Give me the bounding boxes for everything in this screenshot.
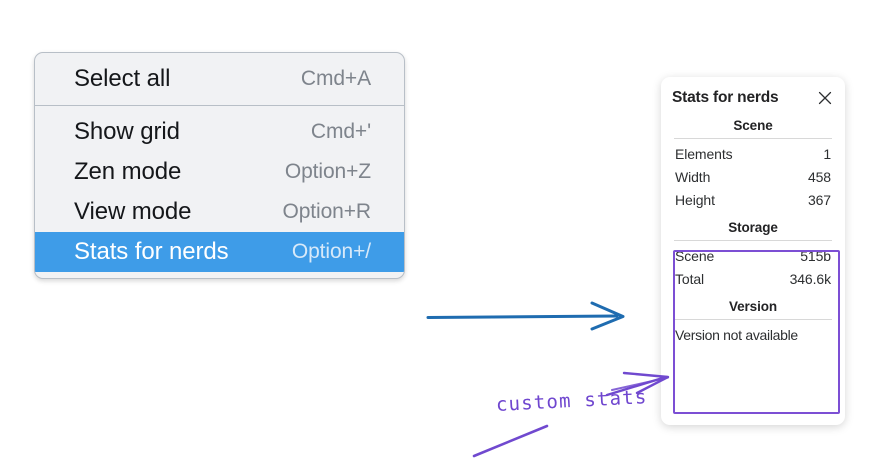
stat-value: 458 xyxy=(807,168,831,185)
menu-item-select-all[interactable]: Select all Cmd+A xyxy=(35,59,404,99)
menu-item-label: Select all xyxy=(74,65,171,92)
stat-label: Elements xyxy=(675,145,733,162)
section-heading-version: Version xyxy=(728,299,778,314)
stat-value: 1 xyxy=(823,145,831,162)
section-divider xyxy=(674,240,832,241)
version-text: Version not available xyxy=(675,327,798,343)
menu-item-shortcut: Option+Z xyxy=(284,160,371,183)
close-icon[interactable] xyxy=(817,90,833,106)
stats-for-nerds-panel: Stats for nerds Scene Elements 1 Width 4… xyxy=(661,77,845,425)
menu-item-label: Zen mode xyxy=(74,158,182,185)
handwritten-note: custom stats xyxy=(495,386,649,416)
section-heading-scene: Scene xyxy=(733,118,773,133)
stat-label: Scene xyxy=(675,247,715,264)
menu-item-zen-mode[interactable]: Zen mode Option+Z xyxy=(35,152,404,192)
menu-item-shortcut: Cmd+' xyxy=(310,120,371,143)
note-underline-stroke xyxy=(472,424,549,458)
menu-item-view-mode[interactable]: View mode Option+R xyxy=(35,192,404,232)
stat-row: Height 367 xyxy=(672,188,834,211)
stat-label: Total xyxy=(675,270,705,287)
panel-header: Stats for nerds xyxy=(672,77,834,109)
panel-title: Stats for nerds xyxy=(672,89,779,106)
menu-item-shortcut: Cmd+A xyxy=(300,67,371,90)
menu-item-label: View mode xyxy=(74,198,192,225)
menu-item-label: Stats for nerds xyxy=(74,238,229,265)
stat-label: Height xyxy=(675,191,715,208)
menu-section-2: Show grid Cmd+' Zen mode Option+Z View m… xyxy=(35,105,404,278)
flow-arrow-icon xyxy=(426,301,625,331)
stat-row: Elements 1 xyxy=(672,142,834,165)
menu-item-label: Show grid xyxy=(74,118,180,145)
context-menu[interactable]: Select all Cmd+A Show grid Cmd+' Zen mod… xyxy=(34,52,405,279)
menu-item-stats-for-nerds[interactable]: Stats for nerds Option+/ xyxy=(35,232,404,272)
stat-value: 515b xyxy=(800,247,831,264)
section-divider xyxy=(674,138,832,139)
stat-label: Width xyxy=(675,168,711,185)
stat-row: Scene 515b xyxy=(672,244,834,267)
stat-row: Total 346.6k xyxy=(672,267,834,290)
menu-item-shortcut: Option+/ xyxy=(291,240,371,263)
section-heading-storage: Storage xyxy=(728,220,778,235)
section-divider xyxy=(674,319,832,320)
menu-item-show-grid[interactable]: Show grid Cmd+' xyxy=(35,112,404,152)
stat-value: 367 xyxy=(807,191,831,208)
stat-row: Width 458 xyxy=(672,165,834,188)
menu-section-1: Select all Cmd+A xyxy=(35,53,404,105)
menu-item-shortcut: Option+R xyxy=(282,200,371,223)
stat-value: 346.6k xyxy=(789,270,832,287)
